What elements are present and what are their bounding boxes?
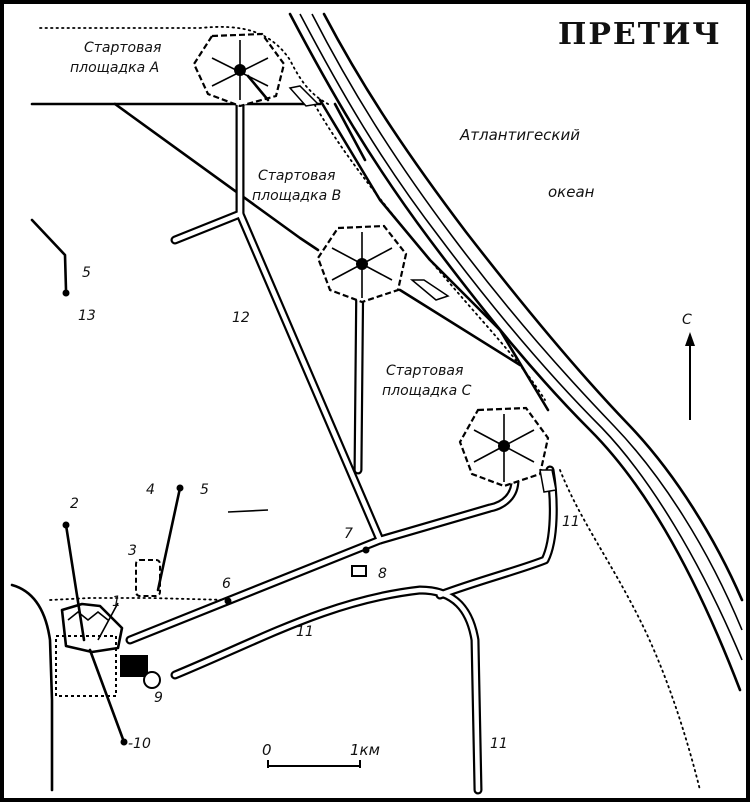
marker-2: 2 [70, 496, 79, 512]
boundary-line [39, 25, 331, 106]
pad-a-label-1: Стартовая [84, 40, 161, 56]
marker-8: 8 [378, 566, 387, 582]
roads-black [30, 102, 522, 367]
control-area [10, 559, 367, 792]
ocean-label-1: Атлантигеский [459, 126, 580, 144]
scale-bar [267, 760, 361, 768]
scale-one: 1км [350, 741, 380, 759]
launch-pad-a [192, 32, 286, 108]
marker-5-west: 5 [82, 265, 91, 281]
pad-c-label-1: Стартовая [386, 363, 463, 379]
launch-pad-b [316, 224, 408, 304]
scale-zero: 0 [262, 741, 272, 759]
boundary-line [559, 469, 701, 791]
leader-lines [62, 289, 370, 746]
marker-3: 3 [128, 543, 137, 559]
marker-12: 12 [232, 310, 250, 326]
coast-structure [409, 279, 450, 301]
marker-11-mid: 11 [296, 624, 314, 640]
pad-b-label-1: Стартовая [258, 168, 335, 184]
marker-11-east: 11 [562, 514, 580, 530]
marker-9: 9 [154, 690, 163, 706]
pad-a-label-2: площадка А [70, 60, 159, 76]
marker-11-south: 11 [490, 736, 508, 752]
marker-1: 1 [112, 594, 121, 610]
coastline [288, 12, 744, 692]
marker-10: -10 [128, 736, 151, 752]
marker-7: 7 [344, 526, 353, 542]
coast-structure [539, 469, 557, 493]
marker-5: 5 [200, 482, 209, 498]
north-arrow-icon [685, 332, 695, 420]
coast-structure [288, 85, 320, 107]
shore-rail [318, 98, 550, 412]
ocean-label-2: океан [548, 183, 595, 201]
north-label: С [682, 312, 692, 328]
launch-pad-c [458, 406, 550, 488]
marker-13: 13 [78, 308, 96, 324]
marker-4: 4 [146, 482, 155, 498]
marker-6: 6 [222, 576, 231, 592]
pad-b-label-2: площадка В [252, 188, 341, 204]
pad-c-label-2: площадка С [382, 383, 472, 399]
map-title: ПРЕТИЧ [558, 17, 722, 52]
